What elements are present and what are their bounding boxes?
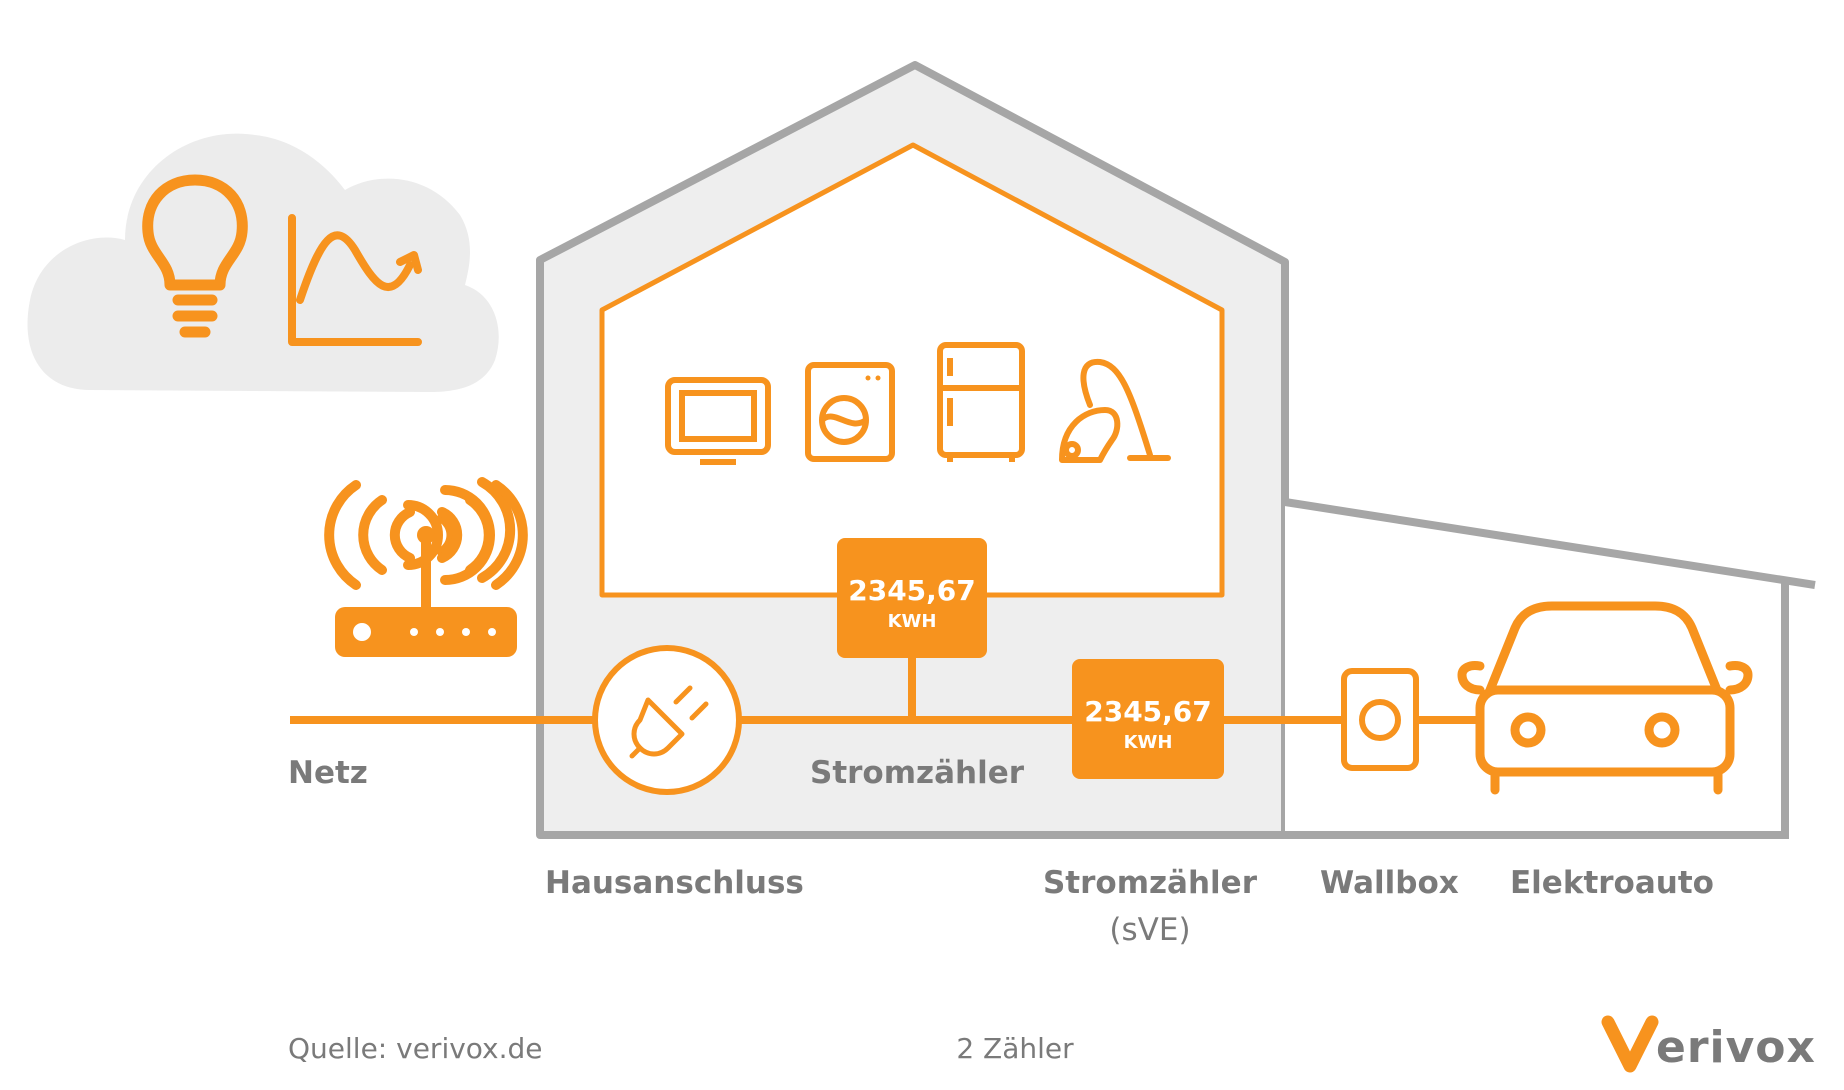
label-hausanschluss: Hausanschluss (545, 865, 804, 901)
meter-sve-value: 2345,67 (1084, 695, 1212, 728)
meter-main-value: 2345,67 (848, 574, 976, 607)
meter-main: 2345,67 KWH (837, 538, 987, 658)
label-stromzaehler-sve: Stromzähler (1043, 865, 1258, 901)
logo-text: erivox (1656, 1022, 1816, 1073)
router-icon (324, 477, 528, 657)
label-elektroauto: Elektroauto (1510, 865, 1714, 901)
cloud-icon (27, 133, 499, 392)
chart-curve-icon (288, 214, 422, 346)
meter-sve: 2345,67 KWH (1072, 659, 1224, 779)
label-netz: Netz (288, 755, 368, 791)
meter-sve-unit: KWH (1124, 732, 1173, 753)
washing-machine-icon (805, 362, 895, 462)
footer-source: Quelle: verivox.de (288, 1032, 543, 1065)
plug-icon (592, 645, 742, 795)
tv-icon (665, 377, 771, 465)
label-stromzaehler-main: Stromzähler (810, 755, 1025, 791)
label-stromzaehler-sve-sub: (sVE) (1109, 912, 1190, 948)
vacuum-cleaner-icon (1059, 358, 1171, 463)
lightbulb-icon (142, 174, 248, 338)
wallbox-icon (1341, 668, 1419, 771)
car-icon (1457, 601, 1753, 795)
fridge-icon (937, 342, 1025, 462)
label-wallbox: Wallbox (1320, 865, 1459, 901)
house-inner (599, 142, 1225, 598)
footer-caption: 2 Zähler (956, 1032, 1074, 1065)
verivox-logo: erivox (1601, 1015, 1816, 1073)
power-line (290, 655, 1480, 724)
meter-main-unit: KWH (888, 611, 937, 632)
